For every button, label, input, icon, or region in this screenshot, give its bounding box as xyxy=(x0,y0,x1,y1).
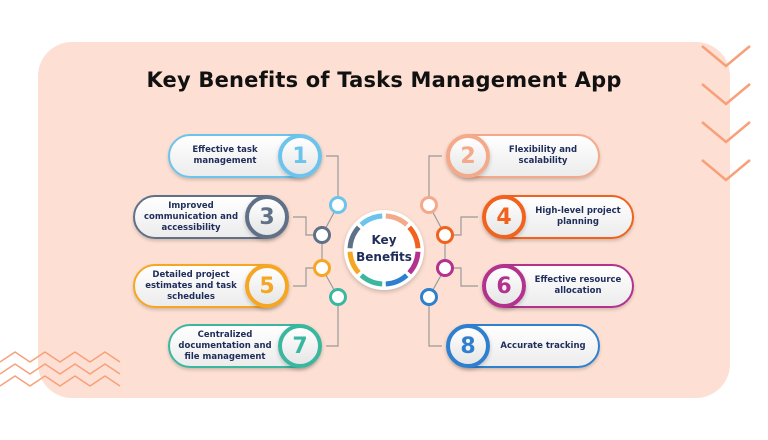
benefit-number: 8 xyxy=(446,324,490,368)
benefit-number: 4 xyxy=(482,195,526,239)
connector-node-8 xyxy=(420,288,438,306)
connector-node-2 xyxy=(420,196,438,214)
center-label: Key Benefits xyxy=(344,232,424,266)
benefit-card-2: Flexibility and scalability 2 xyxy=(446,134,600,178)
connector-line xyxy=(428,297,442,347)
benefit-label: Detailed project estimates and task sche… xyxy=(145,269,237,302)
benefit-card-8: Accurate tracking 8 xyxy=(446,324,600,368)
benefit-label: High-level project planning xyxy=(535,206,621,227)
benefit-number: 7 xyxy=(278,324,322,368)
benefit-number: 2 xyxy=(446,134,490,178)
benefit-number: 5 xyxy=(245,264,289,308)
chevrons-icon xyxy=(701,45,751,182)
connector-node-6 xyxy=(436,259,454,277)
benefit-number: 1 xyxy=(278,134,322,178)
benefit-label: Effective task management xyxy=(192,145,258,166)
benefit-number: 6 xyxy=(482,264,526,308)
connector-node-7 xyxy=(329,288,347,306)
connector-node-3 xyxy=(313,226,331,244)
connector-line xyxy=(428,155,442,205)
connector-nodes xyxy=(313,196,454,306)
benefit-card-7: Centralized documentation and file manag… xyxy=(168,324,322,368)
connector-node-5 xyxy=(313,259,331,277)
benefit-number: 3 xyxy=(245,195,289,239)
center-label-line1: Key xyxy=(371,233,397,247)
connector-node-1 xyxy=(329,196,347,214)
connector-line xyxy=(326,297,339,347)
benefit-card-5: Detailed project estimates and task sche… xyxy=(133,264,289,308)
benefit-card-3: Improved communication and accessibility… xyxy=(133,195,289,239)
page-title: Key Benefits of Tasks Management App xyxy=(146,68,622,92)
connector-line xyxy=(326,155,339,205)
center-circle xyxy=(344,210,424,290)
benefit-card-4: High-level project planning 4 xyxy=(482,195,634,239)
benefit-label: Effective resource allocation xyxy=(534,275,622,296)
benefit-label: Flexibility and scalability xyxy=(508,145,578,166)
zigzag-icon xyxy=(0,351,121,387)
center-label-line2: Benefits xyxy=(356,250,412,264)
benefit-label: Accurate tracking xyxy=(500,340,586,351)
benefit-card-6: Effective resource allocation 6 xyxy=(482,264,634,308)
connector-node-4 xyxy=(436,226,454,244)
benefit-label: Improved communication and accessibility xyxy=(143,200,239,233)
benefit-label: Centralized documentation and file manag… xyxy=(178,329,272,362)
benefit-card-1: Effective task management 1 xyxy=(168,134,322,178)
